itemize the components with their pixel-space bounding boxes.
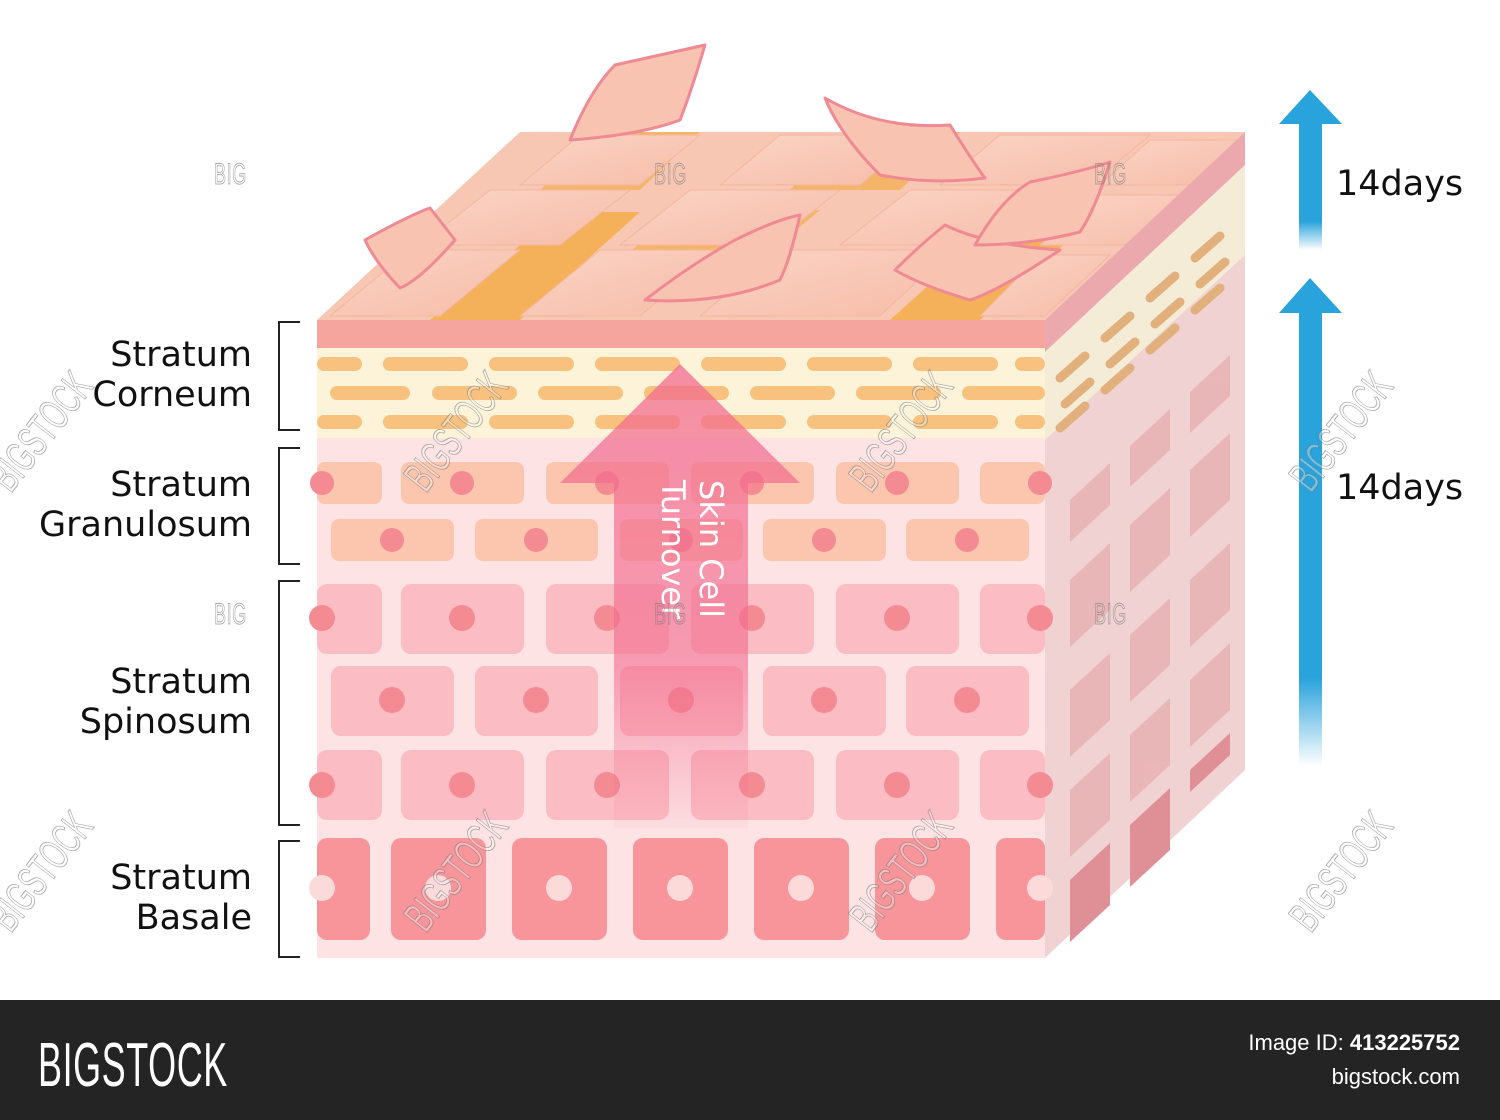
bracket-corneum <box>278 321 300 431</box>
site-link[interactable]: bigstock.com <box>1331 1064 1460 1089</box>
basale-cells <box>309 838 1053 940</box>
timeline-label-lower: 14days <box>1336 468 1464 508</box>
watermark-big: BIG <box>214 598 247 632</box>
turnover-label-line1: Skin Cell <box>692 480 730 618</box>
turnover-label-line2: Turnover <box>654 480 692 620</box>
turnover-label: Skin Cell Turnover <box>630 480 730 700</box>
layer-label-basale: Stratum Basale <box>110 858 252 938</box>
watermark-big: BIG <box>1094 158 1127 192</box>
timeline-arrow-lower-icon <box>1279 278 1342 766</box>
corneum-top-band <box>317 320 1045 348</box>
skin-layer-diagram <box>309 43 1342 958</box>
timeline-label-upper: 14days <box>1336 164 1464 204</box>
bracket-spinosum <box>278 580 300 826</box>
top-surface <box>317 43 1245 320</box>
image-id-label: Image ID: <box>1248 1030 1344 1055</box>
timeline-arrow-upper-icon <box>1279 90 1342 250</box>
bracket-granulosum <box>278 447 300 565</box>
brand-logo[interactable]: BIGSTOCK <box>38 1031 228 1100</box>
layer-label-corneum: Stratum Corneum <box>92 335 252 415</box>
skin-cell-turnover-arrow <box>560 364 800 828</box>
image-id: Image ID: 413225752 <box>1248 1030 1460 1056</box>
watermark-big: BIG <box>1094 598 1127 632</box>
watermark-big: BIG <box>214 158 247 192</box>
side-face <box>1045 132 1245 958</box>
bracket-basale <box>278 840 300 958</box>
layer-label-granulosum: Stratum Granulosum <box>39 465 252 545</box>
footer-bar: BIGSTOCK Image ID: 413225752 bigstock.co… <box>0 1000 1500 1120</box>
watermark-big: BIG <box>654 158 687 192</box>
image-id-value: 413225752 <box>1349 1030 1460 1055</box>
front-face <box>309 320 1053 958</box>
layer-label-spinosum: Stratum Spinosum <box>79 662 252 742</box>
watermark-big: BIG <box>654 598 687 632</box>
